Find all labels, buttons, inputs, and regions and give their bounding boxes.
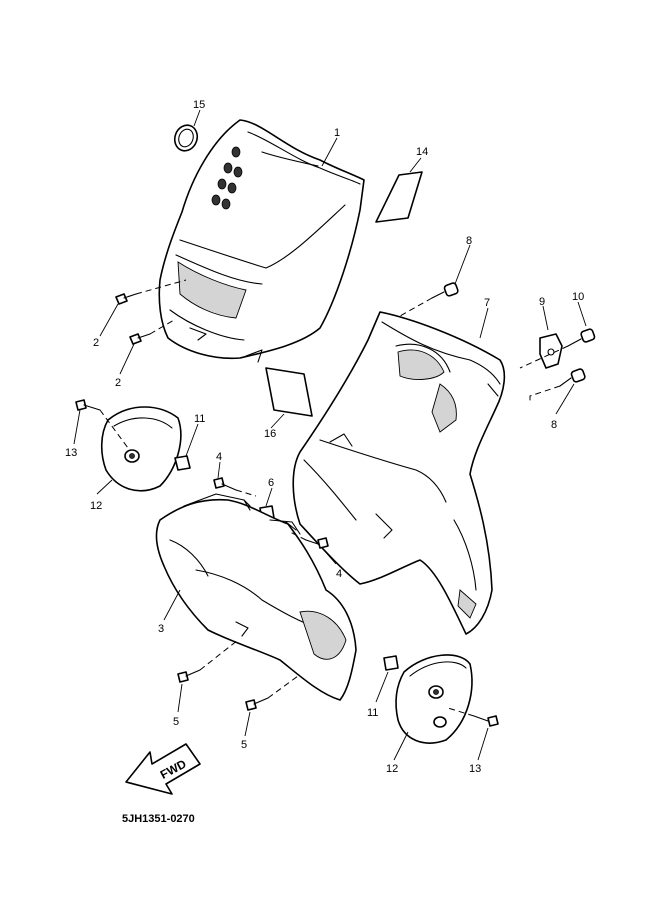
callout-1: 1 — [334, 127, 340, 139]
part-8-screw-upper — [431, 282, 459, 299]
callout-12-right: 12 — [386, 763, 398, 775]
callout-2-lower: 2 — [115, 377, 121, 389]
part-5-screw-left — [177, 669, 201, 683]
part-16-label — [265, 367, 313, 417]
callout-12-left: 12 — [90, 500, 102, 512]
part-2-screw-upper — [115, 293, 137, 305]
part-12-side-cover-right — [395, 654, 473, 744]
callout-5-left: 5 — [173, 716, 179, 728]
part-10-screw — [567, 328, 596, 347]
drawing-code: 5JH1351-0270 — [122, 813, 195, 825]
leader-lines — [73, 109, 587, 761]
callout-16: 16 — [264, 428, 276, 440]
callout-2-upper: 2 — [93, 337, 99, 349]
part-9-bracket — [539, 333, 563, 369]
callout-4-upper: 4 — [216, 451, 222, 463]
callout-10: 10 — [572, 291, 584, 303]
part-4-screw-lower — [305, 537, 329, 549]
callout-6: 6 — [268, 477, 274, 489]
part-13-screw-right — [473, 715, 499, 727]
part-3-leg-shield — [155, 493, 357, 701]
part-13-screw-left — [75, 399, 101, 411]
part-4-screw-upper — [213, 477, 237, 491]
part-1-front-cover — [158, 119, 365, 363]
callout-8-upper: 8 — [466, 235, 472, 247]
callout-7: 7 — [484, 297, 490, 309]
part-15-oring — [173, 124, 199, 152]
callout-4-lower: 4 — [336, 568, 342, 580]
part-7-inner-panel — [292, 311, 506, 635]
part-2-screw-lower — [129, 333, 151, 345]
part-8-screw-lower — [559, 368, 586, 387]
part-14-label — [375, 171, 423, 223]
callout-13-right: 13 — [469, 763, 481, 775]
callout-13-left: 13 — [65, 447, 77, 459]
callout-9: 9 — [539, 296, 545, 308]
callout-11-lower: 11 — [367, 707, 378, 719]
callout-5-right: 5 — [241, 739, 247, 751]
part-11-nut-upper — [174, 455, 191, 471]
callout-15: 15 — [193, 99, 205, 111]
callout-labels: 15 1 14 8 7 9 10 2 2 8 16 11 13 12 4 6 4… — [65, 99, 584, 775]
part-5-screw-right — [245, 697, 269, 711]
callout-8-lower: 8 — [551, 419, 557, 431]
callout-11-upper: 11 — [194, 413, 205, 425]
forward-direction-arrow: FWD — [125, 743, 201, 795]
part-12-side-cover-left — [100, 406, 182, 492]
alignment-lines — [99, 279, 569, 717]
part-11-nut-lower — [383, 655, 399, 671]
callout-14: 14 — [416, 146, 428, 158]
callout-3: 3 — [158, 623, 164, 635]
